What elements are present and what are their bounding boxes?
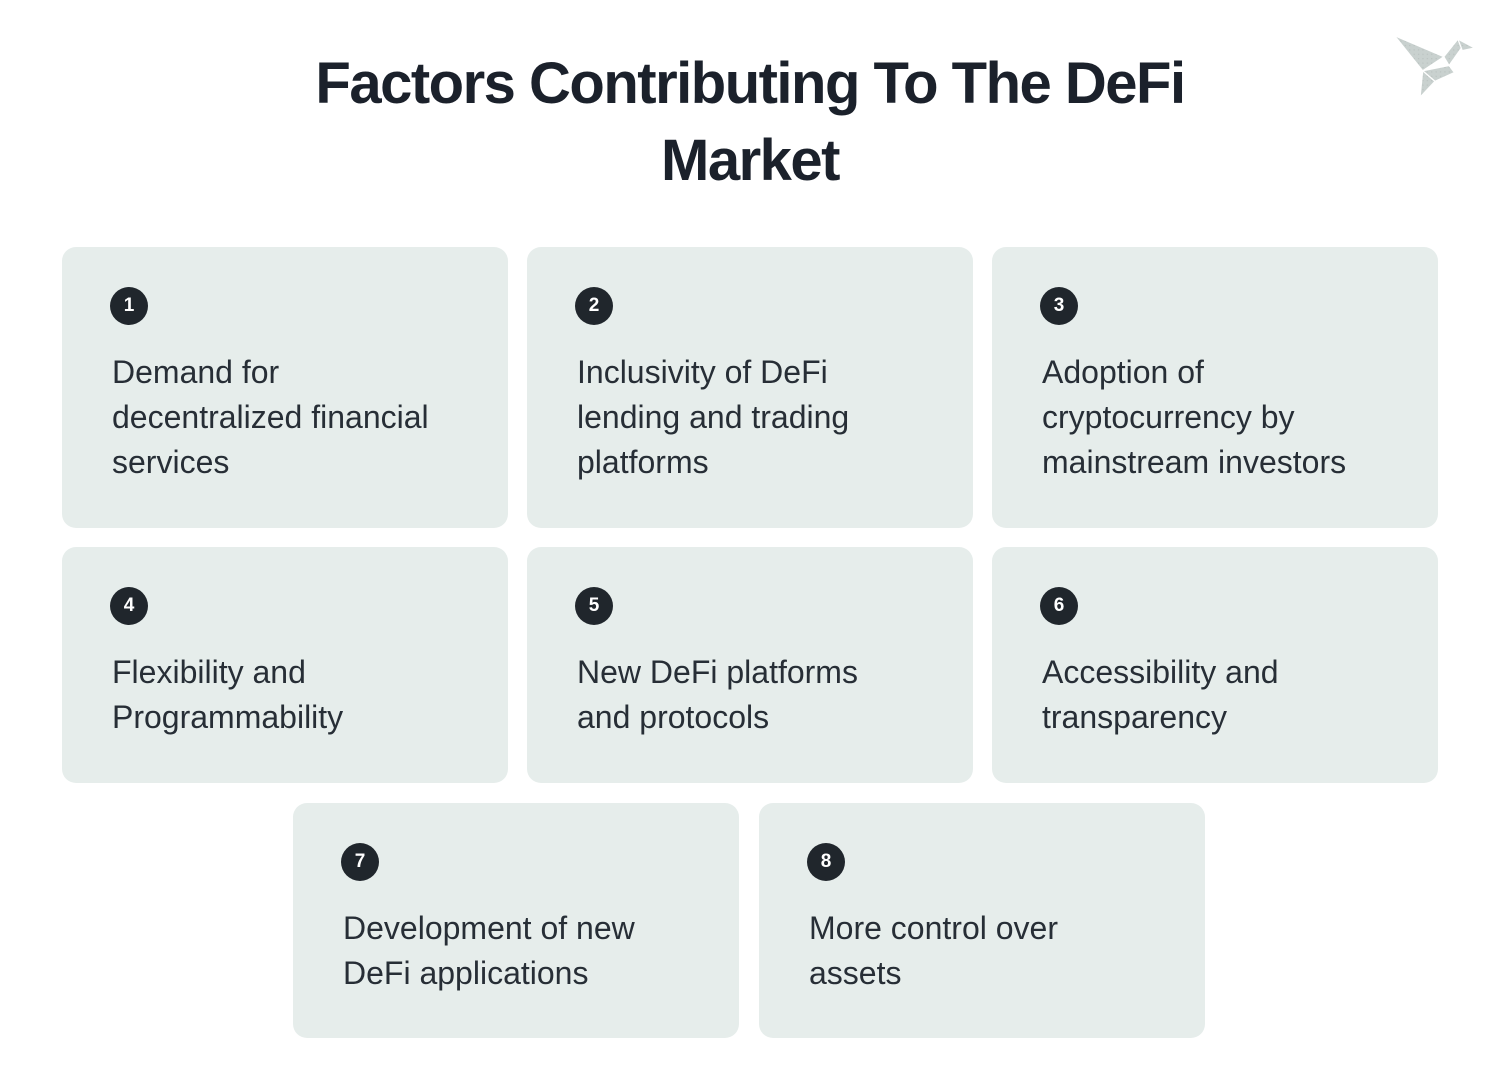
factor-card-2: 2 Inclusivity of DeFi lending and tradin…	[527, 247, 973, 528]
factor-card-1: 1 Demand for decentralized financial ser…	[62, 247, 508, 528]
badge-number: 1	[123, 295, 135, 316]
origami-bird-logo	[1393, 34, 1476, 98]
number-badge-8: 8	[807, 843, 845, 881]
factor-card-4: 4 Flexibility and Programmability	[62, 547, 508, 783]
factor-text-5: New DeFi platforms and protocols	[577, 654, 858, 735]
badge-number: 2	[588, 295, 600, 316]
number-badge-7: 7	[341, 843, 379, 881]
factor-card-3: 3 Adoption of cryptocurrency by mainstre…	[992, 247, 1438, 528]
number-badge-6: 6	[1040, 587, 1078, 625]
number-badge-2: 2	[575, 287, 613, 325]
factor-text-4: Flexibility and Programmability	[112, 654, 344, 735]
badge-number: 3	[1053, 295, 1065, 316]
bird-beak	[1457, 38, 1476, 52]
factors-grid: 1 Demand for decentralized financial ser…	[0, 247, 1500, 1038]
factors-row-1: 1 Demand for decentralized financial ser…	[62, 247, 1500, 528]
factor-text-2: Inclusivity of DeFi lending and trading …	[577, 354, 850, 480]
badge-number: 4	[123, 595, 135, 616]
factor-text-8: More control over assets	[809, 910, 1058, 991]
badge-number: 5	[588, 595, 600, 616]
number-badge-5: 5	[575, 587, 613, 625]
number-badge-4: 4	[110, 587, 148, 625]
badge-number: 8	[820, 851, 832, 872]
bird-upper-wing	[1393, 34, 1445, 72]
page-title: Factors Contributing To The DeFi Market	[315, 51, 1186, 193]
badge-number: 6	[1053, 595, 1065, 616]
factor-card-7: 7 Development of new DeFi applications	[293, 803, 739, 1038]
factor-card-8: 8 More control over assets	[759, 803, 1205, 1038]
factor-card-5: 5 New DeFi platforms and protocols	[527, 547, 973, 783]
badge-number: 7	[354, 851, 366, 872]
factor-text-7: Development of new DeFi applications	[343, 910, 635, 991]
bird-lower-wing	[1419, 70, 1436, 98]
number-badge-1: 1	[110, 287, 148, 325]
factor-text-3: Adoption of cryptocurrency by mainstream…	[1042, 354, 1347, 480]
factors-row-3: 7 Development of new DeFi applications 8…	[293, 803, 1500, 1038]
factor-text-1: Demand for decentralized financial servi…	[112, 354, 429, 480]
factor-card-6: 6 Accessibility and transparency	[992, 547, 1438, 783]
factor-text-6: Accessibility and transparency	[1042, 654, 1279, 735]
factors-row-2: 4 Flexibility and Programmability 5 New …	[62, 547, 1500, 783]
number-badge-3: 3	[1040, 287, 1078, 325]
